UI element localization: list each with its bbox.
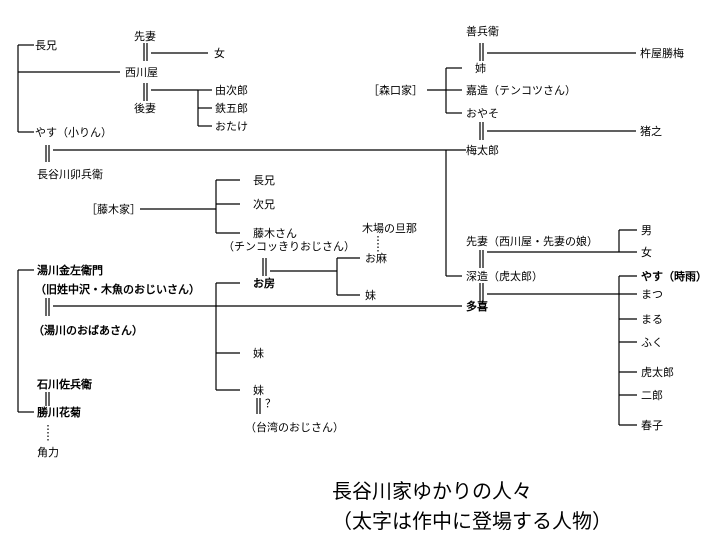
person-katsukawa-hanagiku: 勝川花菊 [37, 406, 81, 419]
person-oasa: お麻 [365, 252, 387, 265]
diagram-title: 長谷川家ゆかりの人々 [332, 479, 532, 503]
person-yugawa-obaasan: （湯川のおばあさん） [33, 324, 143, 337]
person-taiwan-ojisan: （台湾のおじさん） [245, 421, 344, 434]
person-fukazo: 深造（虎太郎） [466, 270, 543, 283]
person-choukei: 長兄 [35, 39, 57, 52]
person-kyusei-note: （旧姓中沢・木魚のおじいさん） [35, 283, 200, 296]
person-otake: おたけ [215, 120, 248, 133]
person-rikishi: 角力 [37, 446, 59, 459]
person-sensai-nishikawa: 先妻（西川屋・先妻の娘） [466, 235, 598, 248]
person-sensai: 先妻 [134, 30, 156, 43]
person-yasu-korin: やす（小りん） [35, 126, 112, 139]
person-jiro: 二郎 [641, 389, 663, 402]
person-zenbei: 善兵衛 [466, 25, 499, 38]
person-otoko: 男 [641, 224, 652, 237]
person-maru: まる [641, 313, 663, 326]
person-onna-2: 女 [641, 246, 652, 259]
diagram-subtitle: （太字は作中に登場する人物） [332, 509, 612, 533]
person-yujiro: 由次郎 [215, 84, 248, 97]
house-fujiki: ［藤木家］ [86, 203, 141, 216]
person-yasu-shigure: やす（時雨） [641, 270, 707, 283]
person-ane: 姉 [475, 62, 486, 75]
person-imouto-asa: 妹 [365, 289, 376, 302]
person-onna: 女 [214, 47, 225, 60]
person-oyaso: おやそ [466, 107, 499, 120]
person-kazo: 嘉造（テンコツさん） [466, 84, 576, 97]
person-haruko: 春子 [641, 419, 663, 432]
person-nishikawaya: 西川屋 [125, 66, 158, 79]
person-fujiki-jikei: 次兄 [253, 198, 275, 211]
person-yugawa-kinzaemon: 湯川金左衛門 [37, 264, 103, 277]
person-fujiki-choukei: 長兄 [253, 174, 275, 187]
uncertain-mark: ？ [265, 397, 276, 410]
person-ishikawa-sahei: 石川佐兵衛 [37, 378, 92, 391]
person-fujiki-san: 藤木さん [253, 227, 297, 240]
person-kineya-katsuume: 杵屋勝梅 [640, 47, 684, 60]
person-imouto-2: 妹 [253, 384, 264, 397]
house-moriguchi: ［森口家］ [368, 84, 423, 97]
person-gosai: 後妻 [134, 102, 156, 115]
person-chinkokki-ojisan: （チンコッきりおじさん） [223, 240, 355, 253]
person-kiba-danna: 木場の旦那 [362, 222, 417, 235]
person-umetaro: 梅太郎 [466, 144, 499, 157]
person-matsu: まつ [641, 288, 663, 301]
person-inoyuki: 猪之 [640, 125, 662, 138]
person-tetsugoro: 鉄五郎 [215, 102, 248, 115]
person-kotaro: 虎太郎 [641, 366, 674, 379]
person-fuku: ふく [641, 336, 663, 349]
person-hasegawa-uhei: 長谷川卯兵衛 [37, 168, 103, 181]
person-imouto-1: 妹 [253, 347, 264, 360]
person-ofusa: お房 [253, 277, 275, 290]
person-taki: 多喜 [466, 300, 488, 313]
